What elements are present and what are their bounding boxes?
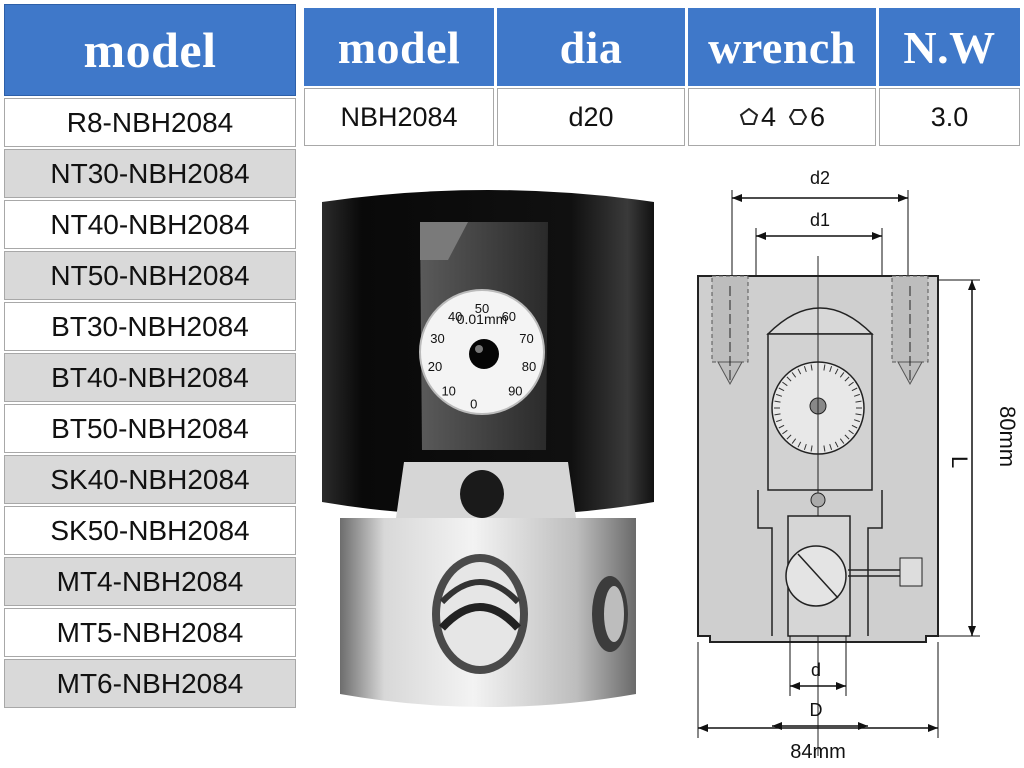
spec-cell-wrench: 4 6 <box>688 88 876 146</box>
top-hole <box>460 470 504 518</box>
technical-drawing: d2 d1 L 80mm d D 84m <box>697 168 1020 763</box>
wrench-size-a: 4 <box>760 101 776 132</box>
spec-table: model dia wrench N.W NBH2084 d20 4 6 3.0 <box>304 8 1020 146</box>
model-list-item: BT40-NBH2084 <box>4 353 296 402</box>
dial-number: 30 <box>430 331 444 346</box>
model-list-item: BT50-NBH2084 <box>4 404 296 453</box>
model-list-item: SK50-NBH2084 <box>4 506 296 555</box>
dim-height-label: 80mm <box>995 406 1020 467</box>
wrench-size-b: 6 <box>810 101 826 132</box>
model-list-item: MT4-NBH2084 <box>4 557 296 606</box>
slide-bevel <box>420 222 468 260</box>
spec-header-row: model dia wrench N.W <box>304 8 1020 86</box>
model-list-item: MT6-NBH2084 <box>4 659 296 708</box>
spec-header-wrench: wrench <box>688 8 876 86</box>
model-list-item: SK40-NBH2084 <box>4 455 296 504</box>
model-list-item: BT30-NBH2084 <box>4 302 296 351</box>
model-list-item: MT5-NBH2084 <box>4 608 296 657</box>
dim-L-label: L <box>947 456 972 468</box>
model-list-item: R8-NBH2084 <box>4 98 296 147</box>
spec-cell-dia: d20 <box>497 88 685 146</box>
model-list-item: NT30-NBH2084 <box>4 149 296 198</box>
dim-d1-label: d1 <box>810 210 830 230</box>
dial-unit-label: 0.01mm <box>457 311 508 327</box>
dial-number: 90 <box>508 384 522 399</box>
dial-number: 10 <box>441 384 455 399</box>
spec-header-model: model <box>304 8 494 86</box>
model-list-item: NT50-NBH2084 <box>4 251 296 300</box>
dim-d-label: d <box>811 660 821 680</box>
spec-header-dia: dia <box>497 8 685 86</box>
spec-cell-nw: 3.0 <box>879 88 1020 146</box>
dim-width-label: 84mm <box>790 741 846 763</box>
dial-number: 80 <box>522 359 536 374</box>
dial-number: 50 <box>475 301 489 316</box>
dim-D-label: D <box>810 700 823 720</box>
pentagon-wrench-icon <box>739 107 759 125</box>
spec-data-row: NBH2084 d20 4 6 3.0 <box>304 88 1020 146</box>
spec-header-nw: N.W <box>879 8 1020 86</box>
dial-number: 40 <box>448 309 462 324</box>
dial-number: 70 <box>519 331 533 346</box>
dial-number: 20 <box>428 359 442 374</box>
hexagon-wrench-icon <box>788 109 808 125</box>
model-list-item: NT40-NBH2084 <box>4 200 296 249</box>
dial-number: 0 <box>470 396 477 411</box>
dial-lock-screw <box>469 339 499 369</box>
model-list-header: model <box>4 4 296 96</box>
dial-number: 60 <box>502 309 516 324</box>
spec-cell-model: NBH2084 <box>304 88 494 146</box>
dim-d2-label: d2 <box>810 168 830 188</box>
